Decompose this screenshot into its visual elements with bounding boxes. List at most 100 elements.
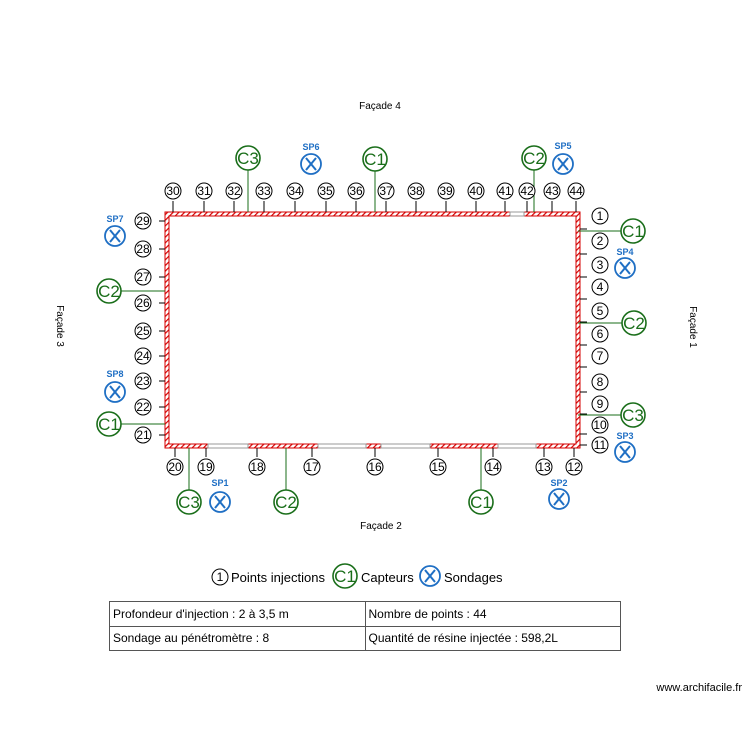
circled-number-icon: [164, 182, 182, 200]
sounding-label: SP1: [211, 478, 228, 488]
point-number: 38: [409, 184, 423, 198]
injection-point: 3: [580, 256, 609, 278]
point-number: 6: [597, 327, 604, 341]
injection-point: 43: [543, 182, 561, 212]
point-number: 19: [199, 460, 213, 474]
circled-number-icon: [591, 373, 609, 391]
point-number: 15: [431, 460, 445, 474]
point-number: 5: [597, 304, 604, 318]
sounding: SP5: [552, 141, 574, 175]
point-number: 44: [569, 184, 583, 198]
circled-number-icon: [565, 458, 583, 476]
point-number: 40: [469, 184, 483, 198]
injection-point: 12: [565, 448, 583, 476]
injection-point: 22: [134, 398, 165, 416]
sounding: SP4: [614, 247, 636, 279]
circled-number-icon: [407, 182, 425, 200]
sensor-circle-icon: [96, 278, 122, 304]
point-number: 14: [486, 460, 500, 474]
sounding-x-icon: [104, 381, 126, 403]
opening: [380, 443, 431, 449]
injection-point: 8: [580, 373, 609, 393]
sounding-label: SP2: [550, 478, 567, 488]
circled-number-icon: [591, 256, 609, 274]
sounding: SP6: [300, 142, 322, 175]
legend: 1 Points injections C1 Capteurs Sondages: [211, 563, 503, 589]
circled-number-icon: [317, 182, 335, 200]
point-number: 22: [136, 400, 150, 414]
legend-sensor-symbol: C1: [334, 567, 356, 586]
sensor: C1: [620, 218, 646, 244]
point-number: 41: [498, 184, 512, 198]
sensor-label: C2: [623, 314, 645, 333]
injection-point: 37: [377, 182, 395, 212]
sensor-circle-icon: [468, 489, 494, 515]
circled-number-icon: [518, 182, 536, 200]
circled-number-icon: [591, 302, 609, 320]
circled-number-icon: [591, 325, 609, 343]
sensor-label: C2: [275, 493, 297, 512]
circled-number-icon: [484, 458, 502, 476]
legend-sensor-label: Capteurs: [361, 570, 414, 585]
injection-point: 5: [580, 302, 609, 323]
point-number: 27: [136, 270, 150, 284]
injection-point: 31: [195, 182, 213, 212]
sounding-x-icon: [419, 565, 441, 587]
circled-number-icon: [134, 398, 152, 416]
point-number: 8: [597, 375, 604, 389]
circled-number-icon: [248, 458, 266, 476]
injection-point: 9: [580, 395, 609, 415]
facade-right-label: Façade 1: [687, 306, 698, 348]
sensor-circle-icon: [235, 145, 261, 171]
circled-number-icon: [347, 182, 365, 200]
point-number: 4: [597, 280, 604, 294]
circled-number-icon: [377, 182, 395, 200]
point-number: 37: [379, 184, 393, 198]
circled-number-icon: [591, 278, 609, 296]
injection-point: 32: [225, 182, 243, 212]
opening: [207, 443, 249, 449]
sounding-label: SP7: [106, 214, 123, 224]
sensor: C3: [176, 489, 202, 515]
sensor-circle-icon: [521, 145, 547, 171]
point-number: 29: [136, 214, 150, 228]
circled-number-icon: [166, 458, 184, 476]
injection-point: 23: [134, 372, 165, 390]
injection-point: 13: [535, 448, 553, 476]
injection-point: 36: [347, 182, 365, 212]
legend-point-icon: 1: [211, 568, 229, 586]
depth-cell: Profondeur d'injection : 2 à 3,5 m: [109, 601, 366, 627]
point-number: 12: [567, 460, 581, 474]
sounding-label: SP3: [616, 431, 633, 441]
injection-point: 14: [484, 448, 502, 476]
watermark: www.archifacile.fr: [656, 682, 742, 694]
sensor: C3: [235, 145, 261, 171]
sensor-circle-icon: [620, 218, 646, 244]
sounding: SP7: [104, 214, 126, 247]
circled-number-icon: [134, 294, 152, 312]
circled-number-icon: [591, 395, 609, 413]
circled-number-icon: [591, 347, 609, 365]
injection-point: 20: [166, 448, 184, 476]
point-number: 10: [593, 418, 607, 432]
point-number: 2: [597, 234, 604, 248]
injection-point: 19: [197, 448, 215, 476]
sensor-label: C1: [470, 493, 492, 512]
circled-number-icon: [134, 347, 152, 365]
sensor-circle-icon: [273, 489, 299, 515]
point-number: 16: [368, 460, 382, 474]
injection-point: 10: [580, 416, 609, 435]
point-number: 42: [520, 184, 534, 198]
circled-number-icon: [591, 207, 609, 225]
point-number: 25: [136, 324, 150, 338]
sensor-circle-icon: [96, 411, 122, 437]
point-number: 21: [136, 428, 150, 442]
sounding-x-icon: [548, 488, 570, 510]
sounding-label: SP4: [616, 247, 633, 257]
point-number: 23: [136, 374, 150, 388]
injection-point: 21: [134, 426, 165, 444]
circled-number-icon: [225, 182, 243, 200]
point-number: 3: [597, 258, 604, 272]
sensor-label: C3: [237, 149, 259, 168]
